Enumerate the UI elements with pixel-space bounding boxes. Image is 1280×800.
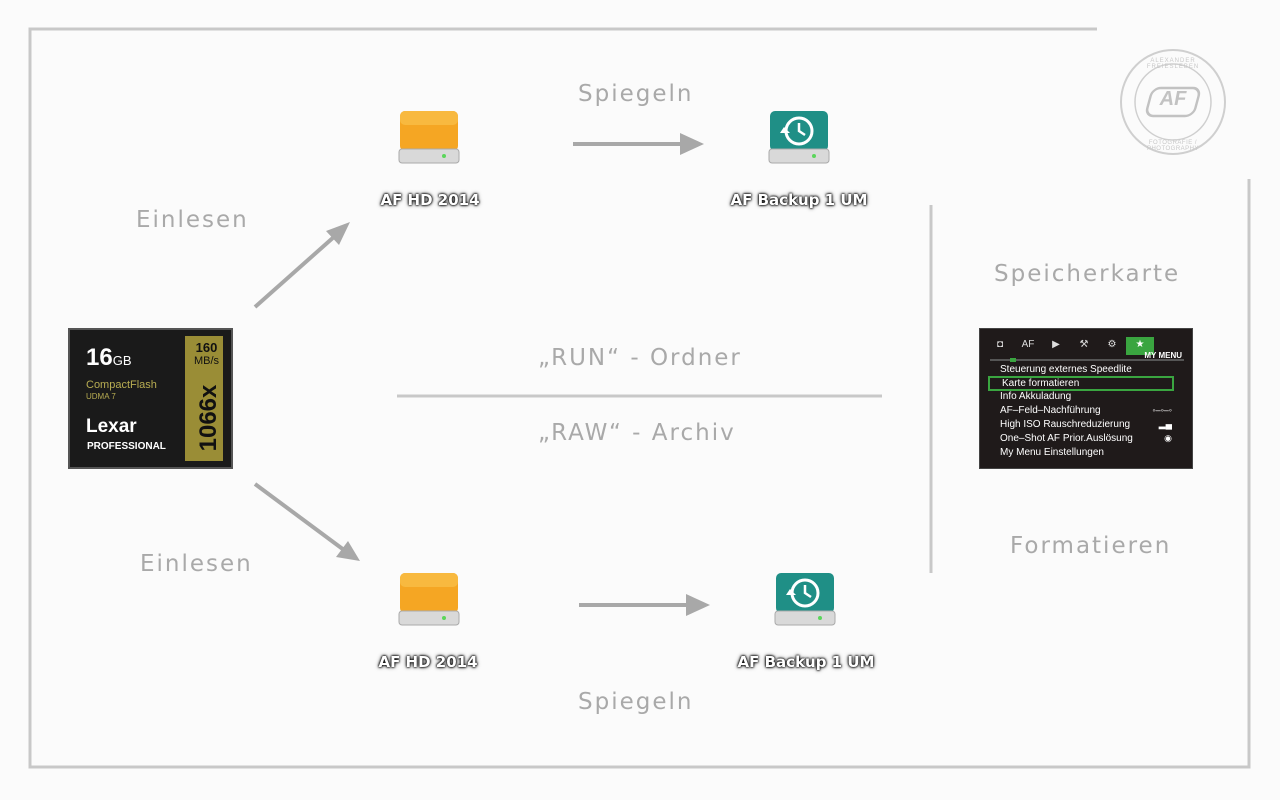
camera-menu-tab-camera: ◘ [996, 339, 1004, 350]
backup-drive-icon-top [768, 111, 830, 164]
camera-menu-item: My Menu Einstellungen [1000, 447, 1104, 458]
label-einlesen-bottom: Einlesen [140, 551, 253, 577]
camera-menu-item-label: AF–Feld–Nachführung [1000, 405, 1101, 416]
camera-menu-tabs: ◘ AF ▶ ⚒ ⚙ ★ [986, 337, 1186, 355]
camera-menu-item: One–Shot AF Prior.Auslösung ◉ [1000, 432, 1186, 445]
card-capacity-value: 16 [86, 344, 113, 371]
arrow-spiegeln-bottom [579, 594, 710, 616]
af-tracking-slider-icon: ◦–◦–◦ [1152, 405, 1172, 415]
drive-caption-backup-bottom: AF Backup 1 UM [737, 653, 875, 671]
label-einlesen-top: Einlesen [136, 207, 249, 233]
arrow-einlesen-bottom [253, 482, 360, 561]
card-rating: 1066x [195, 384, 222, 452]
camera-menu-tab-custom: ⚙ [1107, 339, 1117, 350]
camera-menu-tab-play: ▶ [1052, 339, 1060, 350]
camera-menu-page-bar [990, 358, 1184, 362]
card-type-name: CompactFlash [86, 379, 157, 391]
camera-menu-item-label: One–Shot AF Prior.Auslösung [1000, 433, 1133, 444]
release-priority-icon: ◉ [1164, 433, 1172, 443]
frame-border [28, 27, 1251, 769]
card-capacity-unit: GB [112, 353, 132, 368]
camera-menu-item: High ISO Rauschreduzierung ▂▄ [1000, 418, 1186, 431]
label-formatieren: Formatieren [1010, 533, 1172, 559]
card-brand: Lexar [86, 416, 137, 437]
camera-menu-item: Steuerung externes Speedlite [1000, 364, 1132, 375]
card-udma: UDMA 7 [86, 392, 116, 401]
card-speed-unit: MB/s [193, 355, 219, 367]
arrow-spiegeln-top [573, 133, 704, 155]
camera-menu-tab-mymenu: ★ [1126, 337, 1154, 355]
backup-drive-icon-bottom [774, 573, 836, 626]
label-speicherkarte: Speicherkarte [994, 261, 1181, 287]
card-speed-value: 160 [195, 340, 218, 355]
logo-text-bottom: FOTOGRAFIE / PHOTOGRAPHY [1146, 140, 1200, 152]
hard-drive-icon-bottom [398, 573, 460, 626]
label-spiegeln-top: Spiegeln [578, 81, 694, 107]
drive-caption-hd-bottom: AF HD 2014 [378, 653, 478, 671]
camera-menu-item-label: High ISO Rauschreduzierung [1000, 419, 1131, 430]
camera-menu-screen: ◘ AF ▶ ⚒ ⚙ ★ MY MENU Steuerung externes … [979, 328, 1193, 469]
card-capacity: 16GB [86, 344, 132, 372]
drive-caption-hd-top: AF HD 2014 [380, 191, 480, 209]
camera-menu-tab-tools: ⚒ [1079, 339, 1089, 350]
logo-text-top: ALEXANDER FREIESLEBEN [1146, 58, 1200, 70]
label-spiegeln-bottom: Spiegeln [578, 689, 694, 715]
noise-level-icon: ▂▄ [1158, 419, 1172, 429]
label-run-ordner: „RUN“ - Ordner [538, 345, 742, 371]
camera-menu-item-selected: Karte formatieren [988, 376, 1174, 391]
drive-caption-backup-top: AF Backup 1 UM [730, 191, 868, 209]
photographer-logo [1120, 49, 1226, 155]
label-raw-archiv: „RAW“ - Archiv [538, 420, 736, 446]
camera-menu-tab-af: AF [1021, 339, 1035, 350]
card-gold-stripe [185, 336, 223, 461]
camera-menu-item: Info Akkuladung [1000, 391, 1072, 402]
camera-menu-item: AF–Feld–Nachführung ◦–◦–◦ [1000, 404, 1186, 417]
hard-drive-icon-top [398, 111, 460, 164]
card-line: PROFESSIONAL [87, 441, 166, 452]
arrow-einlesen-top [253, 222, 350, 309]
camera-menu-header: MY MENU [1144, 351, 1182, 360]
logo-monogram: AF [1159, 88, 1187, 110]
